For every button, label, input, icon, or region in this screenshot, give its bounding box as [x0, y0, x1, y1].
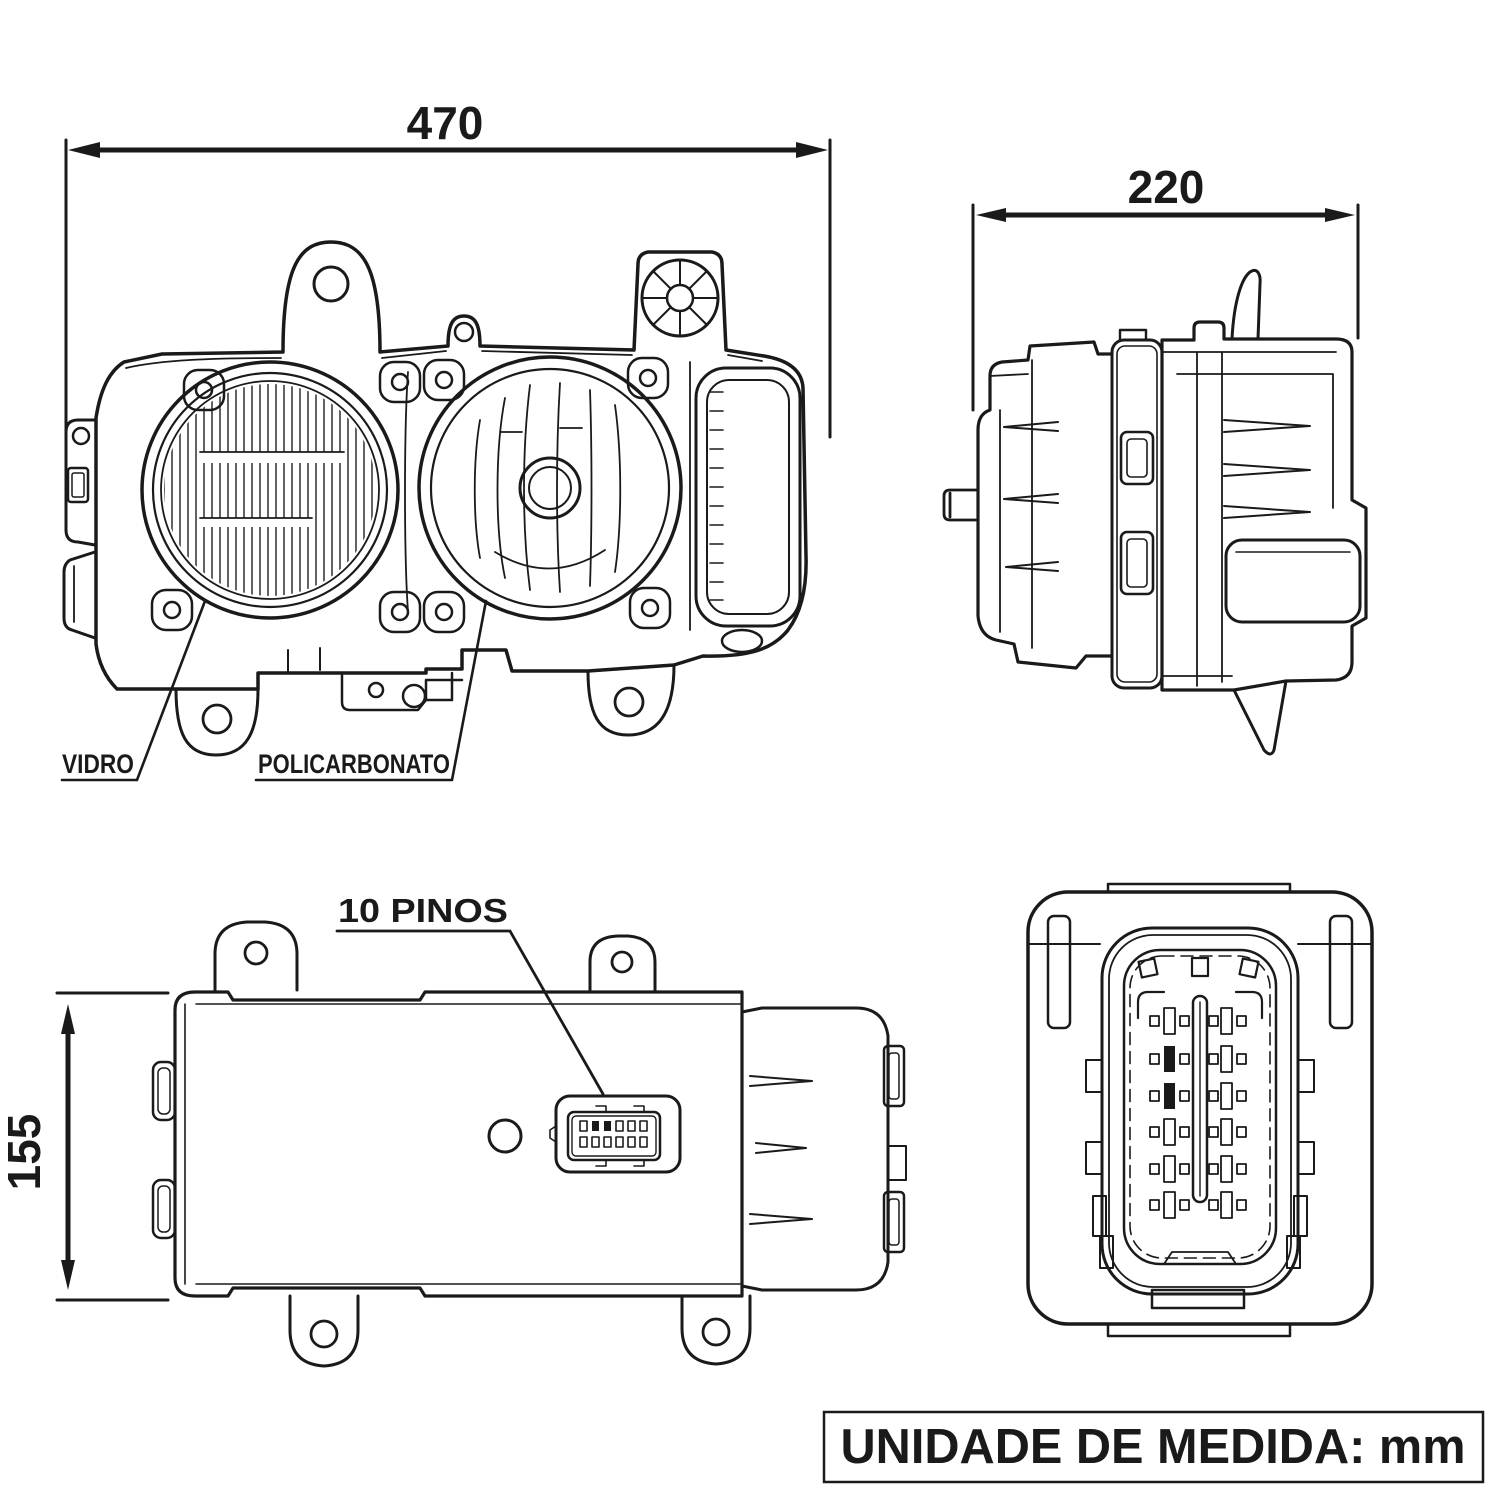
housing-gussets — [1223, 419, 1311, 519]
policarbonato-leader-line — [254, 599, 488, 782]
vidro-leader-line — [60, 599, 207, 782]
pins-callout: 10 PINOS — [335, 892, 605, 1096]
body-boss-hole — [487, 1118, 523, 1154]
connector-body-tabs — [1106, 882, 1292, 1338]
front-view-callouts: VIDRO POLICARBONATO — [60, 599, 488, 782]
bottom-fin — [1232, 679, 1288, 756]
bottom-tab-left-hole — [309, 1319, 339, 1349]
mount-hole-top-center — [453, 321, 475, 343]
left-bracket — [62, 418, 98, 640]
seal-ring-outer — [1100, 926, 1300, 1296]
arrowheads — [61, 1004, 75, 1290]
adjuster-wheel — [640, 258, 720, 338]
unit-note-text: UNIDADE DE MEDIDA: mm — [841, 1420, 1466, 1474]
lens-block-inner-lines — [989, 359, 1033, 649]
dimension-470-label: 470 — [407, 97, 484, 149]
lens-flutes — [473, 382, 622, 593]
right-lens-polycarbonate — [417, 355, 683, 621]
label-policarbonato: POLICARBONATO — [258, 749, 450, 779]
detail-pins-open — [1149, 1007, 1247, 1219]
housing-inner-lines — [1161, 351, 1337, 687]
top-tab-left-hole — [243, 940, 269, 966]
rear-ribs — [749, 1075, 813, 1225]
lens-block-ribs — [1003, 421, 1059, 572]
headlight-side-view-drawing — [942, 268, 1368, 756]
reflector-flutes — [709, 391, 724, 601]
left-lens-glass — [140, 360, 400, 620]
bottom-center-bracket — [287, 647, 464, 712]
connector-body — [1026, 890, 1374, 1326]
pin-connector — [549, 1094, 682, 1174]
rear-block — [740, 1006, 907, 1292]
side-latch-tabs — [1085, 1059, 1315, 1269]
dimension-220-label: 220 — [1128, 161, 1205, 213]
dimension-155-label: 155 — [0, 1114, 50, 1191]
detail-pins-filled — [1164, 1046, 1175, 1109]
shroud-inner-dashed — [1129, 955, 1271, 1259]
unit-box-border — [822, 1410, 1485, 1484]
housing-body-outline — [1160, 320, 1368, 692]
label-vidro: VIDRO — [62, 749, 134, 779]
headlight-front-view-drawing — [62, 240, 808, 757]
body-inner-lines — [184, 1003, 741, 1285]
top-fin — [1230, 268, 1262, 341]
shroud-outer — [1122, 948, 1278, 1266]
housing-outline — [94, 240, 808, 691]
pins-leader-line — [335, 929, 605, 1096]
ear-slot-left — [1046, 914, 1072, 1030]
top-edge-inner-lines — [125, 350, 763, 369]
corner-brackets — [1136, 990, 1264, 1020]
bottom-tab-right-hole — [701, 1317, 731, 1347]
adjuster-knob — [942, 488, 978, 522]
bottom-tab-left — [288, 1294, 360, 1368]
bottom-mount-tabs — [174, 663, 676, 757]
connector-pins-open — [579, 1120, 648, 1148]
side-reflector-pocket — [694, 366, 802, 654]
glass-hatching — [164, 384, 376, 596]
connector-pins-filled — [592, 1121, 611, 1131]
unit-note-box: UNIDADE DE MEDIDA: mm — [822, 1410, 1485, 1484]
bottom-tab-right — [680, 1294, 752, 1366]
left-outriggers — [151, 1060, 177, 1240]
dimension-220: 220 — [971, 161, 1360, 412]
mount-hole-top-left — [312, 265, 350, 303]
wheel-spokes — [641, 259, 719, 337]
center-rail — [1191, 994, 1209, 1204]
headlight-top-view-drawing — [151, 920, 907, 1368]
bolt-mounts — [150, 356, 672, 634]
lower-lamp-panel — [1224, 538, 1362, 624]
top-tab-right — [588, 934, 657, 992]
polarizing-keys — [1137, 956, 1260, 979]
top-tab-left — [213, 920, 299, 992]
connector-detail-view-drawing — [1026, 882, 1374, 1338]
top-tab-right-hole — [610, 950, 634, 974]
ear-slot-right — [1328, 914, 1354, 1030]
body-outline — [173, 990, 744, 1298]
lens-bridge-line — [404, 371, 409, 613]
dimension-155: 155 — [0, 991, 170, 1302]
lens-block-outline — [976, 340, 1114, 670]
label-10-pinos: 10 PINOS — [338, 892, 508, 929]
bottom-key-notch — [1163, 1251, 1237, 1265]
bottom-center-tab — [1150, 1288, 1246, 1310]
clip-plate — [1110, 328, 1164, 690]
seal-ring-inner — [1108, 934, 1292, 1288]
